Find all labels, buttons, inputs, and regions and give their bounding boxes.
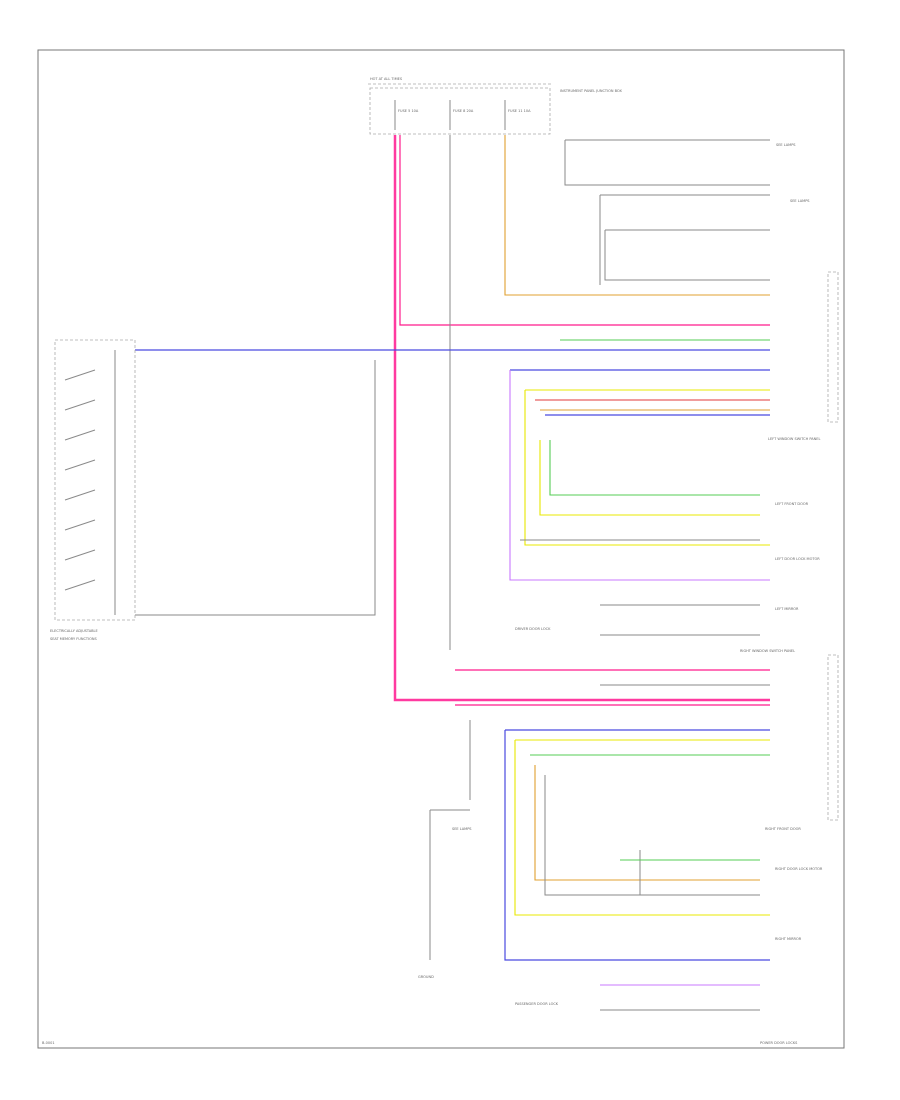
see-lamps-2: SEE LAMPS xyxy=(790,199,810,203)
top-gray-wires: SEE LAMPS SEE LAMPS xyxy=(564,139,810,285)
left-door-harness: LEFT WINDOW SWITCH PANEL LEFT FRONT DOOR… xyxy=(509,271,839,636)
fuse-1-label: FUSE 5 10A xyxy=(398,109,419,113)
right-front-door-label: RIGHT FRONT DOOR xyxy=(765,827,801,831)
electrically-adjustable-label: ELECTRICALLY ADJUSTABLE xyxy=(50,629,98,633)
page-id: B-0001 xyxy=(42,1041,55,1045)
main-power-feed xyxy=(393,135,770,702)
see-lamps-top: SEE LAMPS xyxy=(776,143,796,147)
fuse-2-label: FUSE 8 20A xyxy=(453,109,474,113)
left-door-lock-label: LEFT DOOR LOCK MOTOR xyxy=(775,557,820,561)
passenger-door-lock-label: PASSENGER DOOR LOCK xyxy=(515,1002,559,1006)
right-door-harness: RIGHT WINDOW SWITCH PANEL RIGHT FRONT DO… xyxy=(455,649,839,1011)
ground-return-wire xyxy=(135,360,376,616)
diagram-frame xyxy=(37,49,845,1049)
right-window-switch-label: RIGHT WINDOW SWITCH PANEL xyxy=(740,649,795,653)
seat-memory-label: SEAT MEMORY FUNCTIONS xyxy=(50,637,97,641)
fuse-box-label: INSTRUMENT PANEL JUNCTION BOX xyxy=(560,89,622,93)
hot-label: HOT AT ALL TIMES xyxy=(370,77,403,81)
left-front-door-label: LEFT FRONT DOOR xyxy=(775,502,809,506)
right-door-lock-label: RIGHT DOOR LOCK MOTOR xyxy=(775,867,823,871)
left-mirror-label: LEFT MIRROR xyxy=(775,607,799,611)
ground-label: GROUND xyxy=(418,975,434,979)
left-window-switch-label: LEFT WINDOW SWITCH PANEL xyxy=(768,437,820,441)
seat-memory-switch: ELECTRICALLY ADJUSTABLE SEAT MEMORY FUNC… xyxy=(50,339,136,641)
footer-label: POWER DOOR LOCKS xyxy=(760,1041,798,1045)
driver-door-lock-label: DRIVER DOOR LOCK xyxy=(515,627,551,631)
see-lamps-bottom: SEE LAMPS xyxy=(452,827,472,831)
fuse-3-label: FUSE 11 10A xyxy=(508,109,531,113)
fuse-box: HOT AT ALL TIMES INSTRUMENT PANEL JUNCTI… xyxy=(368,77,622,135)
right-mirror-label: RIGHT MIRROR xyxy=(775,937,802,941)
ground-section: SEE LAMPS GROUND xyxy=(418,720,472,979)
